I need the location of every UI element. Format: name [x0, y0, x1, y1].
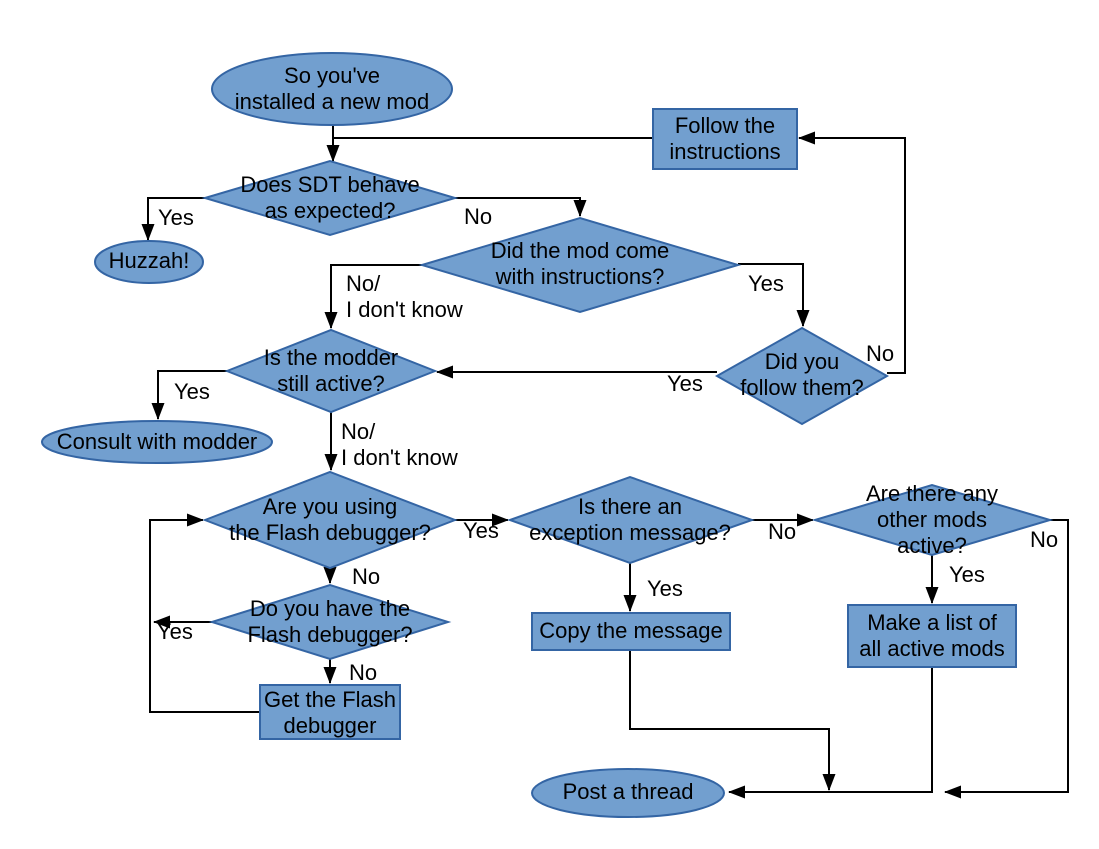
node-start-shape — [211, 52, 453, 126]
node-follow-instructions-shape — [652, 108, 798, 170]
node-using-debugger-shape — [202, 470, 458, 570]
edge-copy-message-to-post-thread — [629, 650, 836, 791]
edge-other-mods-no-to-post-thread — [944, 519, 1069, 799]
edge-behave-yes-to-huzzah — [141, 197, 205, 241]
edge-modder-yes-to-consult — [151, 370, 227, 420]
node-mod-instructions-shape — [418, 216, 742, 314]
node-consult-modder-shape — [41, 420, 273, 464]
edge-mod-instructions-no-to-modder-active — [324, 264, 422, 329]
node-modder-active-shape — [224, 328, 438, 414]
edge-behave-no-to-mod-instructions — [455, 197, 587, 217]
nodes — [41, 52, 1054, 818]
node-exception-message-shape — [507, 475, 756, 565]
edge-make-list-to-post-thread — [728, 667, 933, 799]
node-get-debugger-shape — [259, 684, 401, 740]
node-follow-them-shape — [714, 326, 890, 426]
node-copy-message-shape — [531, 612, 731, 651]
node-sdt-behave-shape — [201, 159, 459, 237]
edge-get-debugger-loop-to-using-debugger — [149, 513, 260, 713]
edge-mod-instructions-yes-to-follow-them — [738, 263, 810, 327]
node-have-debugger-shape — [208, 583, 452, 661]
node-make-list-shape — [847, 604, 1017, 668]
node-huzzah-shape — [94, 240, 204, 284]
node-other-mods-shape — [811, 483, 1054, 557]
node-post-thread-shape — [531, 768, 725, 818]
edges — [141, 125, 1069, 799]
edge-follow-them-no-to-follow-instructions — [798, 131, 906, 374]
